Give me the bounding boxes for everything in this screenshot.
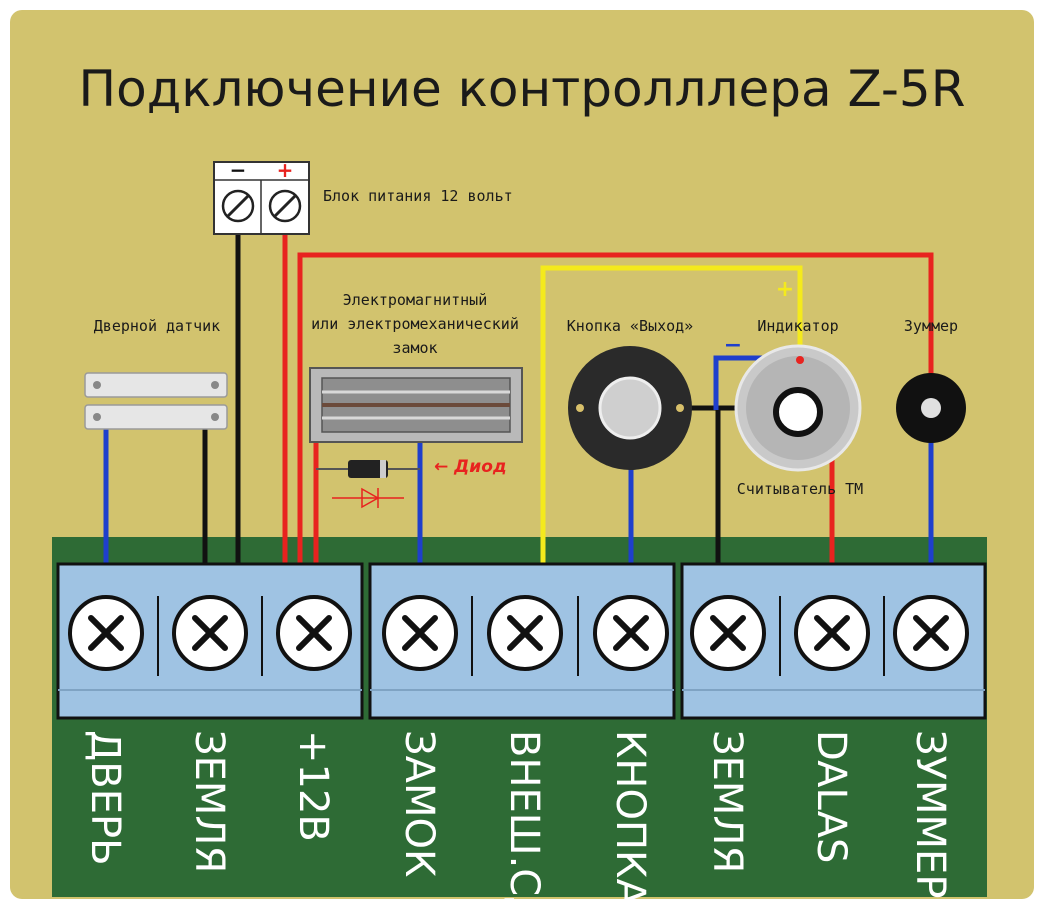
indicator-minus-label: − [724,333,742,358]
screw-x-icon [276,595,352,671]
terminal-labels: ДВЕРЬ ЗЕМЛЯ +12В ЗАМОК ВНЕШ.СД КНОПКА ЗЕМЛЯ DAL… [82,730,953,914]
wire-led-yellow [540,265,803,572]
door-sensor [84,372,228,430]
diode [316,460,420,478]
terminal-screws [68,595,969,671]
screw-x-icon [593,595,669,671]
exit-button [568,346,692,470]
screw-x-icon [893,595,969,671]
reader-label: Считыватель ТМ [737,480,863,498]
diode-symbol-icon [332,487,404,509]
terminal-label: ЗЕМЛЯ [704,730,750,873]
terminal-label: ЗЕМЛЯ [186,730,232,873]
diode-label: ← Диод [434,457,507,477]
wire-12v-buzzer [297,252,934,572]
terminal-label: ДВЕРЬ [82,730,128,866]
terminal-label: ВНЕШ.СД [501,730,547,909]
electromagnetic-lock [309,367,523,443]
power-plus-label: + [277,158,294,182]
screw-x-icon [68,595,144,671]
screw-slot-icon [268,189,302,223]
terminal-label: +12В [290,730,336,842]
screw-x-icon [794,595,870,671]
terminal-separators [157,596,885,676]
screw-x-icon [382,595,458,671]
page-title: Подключение контролллера Z-5R [79,60,966,118]
lock-label-line3: замок [392,339,437,357]
lock-label-line1: Электромагнитный [343,291,488,309]
power-supply-label: Блок питания 12 вольт [323,187,513,205]
lock-label-line2: или электромеханический [311,315,519,333]
terminal-label: ЗАМОК [396,730,442,877]
terminal-label: ЗУММЕР [907,730,953,898]
exit-button-label: Кнопка «Выход» [567,317,693,335]
screw-x-icon [690,595,766,671]
door-sensor-label: Дверной датчик [94,317,220,335]
power-supply-block: − + [213,158,310,235]
terminal-label: КНОПКА [607,730,653,906]
screw-slot-icon [221,189,255,223]
indicator-plus-label: + [776,277,794,302]
terminal-label: DALAS [808,730,854,863]
indicator-label: Индикатор [757,317,838,335]
screw-x-icon [487,595,563,671]
touch-memory-reader [734,344,862,472]
screw-x-icon [172,595,248,671]
power-minus-label: − [230,158,247,182]
buzzer [896,373,966,443]
buzzer-label: Зуммер [904,317,958,335]
